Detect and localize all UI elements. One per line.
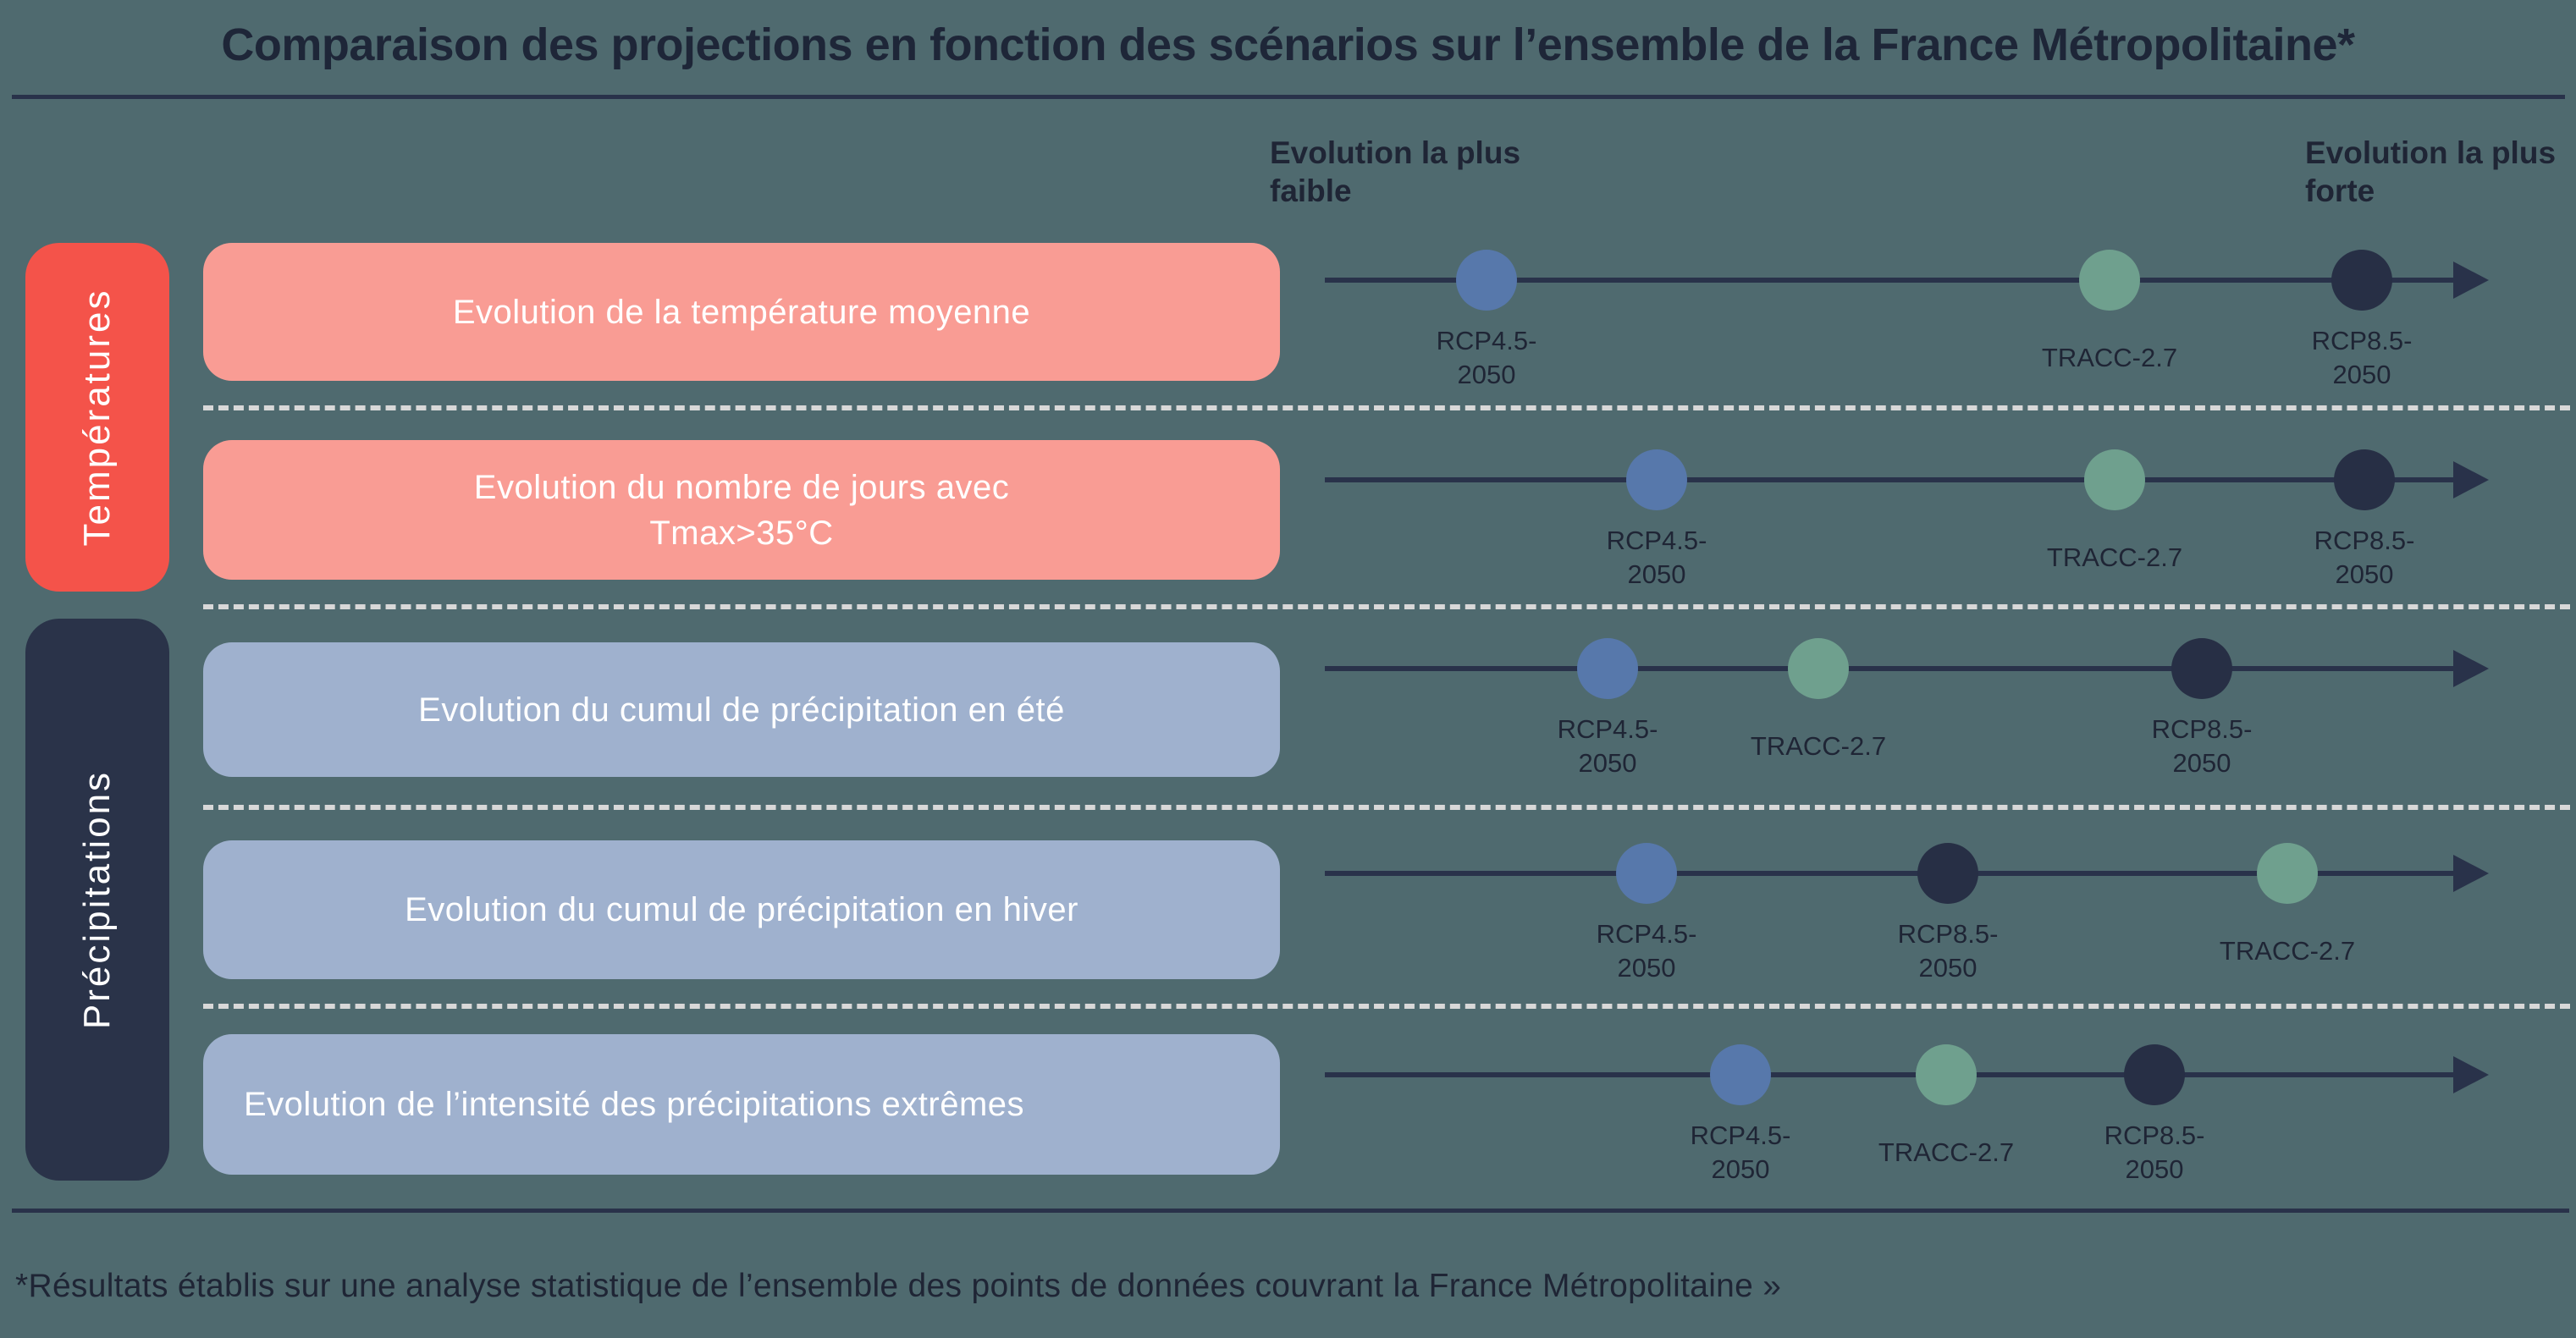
scenario-label-rcp4-5-2050: RCP4.5-2050 [1690, 1121, 1791, 1185]
scenario-dot-tracc-2-7 [2084, 449, 2145, 510]
scenario-label-tracc-2-7: TRACC-2.7 [1878, 1137, 2015, 1167]
scenario-dot-rcp4-5-2050 [1456, 250, 1517, 311]
scenario-dot-rcp4-5-2050 [1626, 449, 1687, 510]
scenario-dot-rcp8-5-2050 [2171, 638, 2232, 699]
scenario-dot-rcp4-5-2050 [1616, 843, 1677, 904]
scenario-label-rcp8-5-2050: RCP8.5-2050 [2104, 1121, 2205, 1185]
row-label: Evolution de l’intensité des précipitati… [244, 1086, 1025, 1123]
arrowhead-icon [2453, 262, 2489, 299]
footer-divider [12, 1209, 2569, 1213]
scenario-label-rcp4-5-2050: RCP4.5-2050 [1606, 526, 1707, 590]
row-box-jours-tmax35: Evolution du nombre de jours avec Tmax>3… [203, 440, 1280, 580]
scenario-label-rcp8-5-2050: RCP8.5-2050 [1897, 919, 1999, 983]
footnote: *Résultats établis sur une analyse stati… [15, 1268, 1782, 1304]
scenario-label-tracc-2-7: TRACC-2.7 [2046, 542, 2183, 572]
arrowhead-icon [2453, 461, 2489, 498]
timeline-line [1325, 666, 2459, 671]
row-label: Evolution de la température moyenne [452, 293, 1031, 331]
scenario-label-tracc-2-7: TRACC-2.7 [2041, 343, 2178, 372]
row-label: Evolution du nombre de jours avec Tmax>3… [473, 468, 1010, 552]
scenario-dot-rcp8-5-2050 [1917, 843, 1978, 904]
scenario-dot-rcp8-5-2050 [2124, 1044, 2185, 1105]
scenario-label-tracc-2-7: TRACC-2.7 [2219, 936, 2356, 966]
timeline-line [1325, 871, 2459, 876]
scenario-label-rcp4-5-2050: RCP4.5-2050 [1557, 714, 1658, 779]
scenario-dot-rcp4-5-2050 [1577, 638, 1638, 699]
row-separator [203, 405, 2570, 410]
row-box-precipitation-hiver: Evolution du cumul de précipitation en h… [203, 840, 1280, 979]
arrowhead-icon [2453, 855, 2489, 892]
row-box-precipitations-extremes: Evolution de l’intensité des précipitati… [203, 1034, 1280, 1175]
title-divider [12, 95, 2565, 99]
axis-header-weakest: Evolution la plus faible [1270, 135, 1521, 209]
row-separator [203, 805, 2570, 810]
scenario-label-tracc-2-7: TRACC-2.7 [1750, 731, 1887, 761]
row-label: Evolution du cumul de précipitation en h… [405, 891, 1078, 928]
timeline-line [1325, 477, 2459, 482]
category-pill-precipitations: Précipitations [25, 619, 169, 1181]
timeline-line [1325, 1072, 2459, 1077]
scenario-label-rcp8-5-2050: RCP8.5-2050 [2151, 714, 2253, 779]
page-title: Comparaison des projections en fonction … [221, 19, 2355, 70]
scenario-dot-tracc-2-7 [1788, 638, 1849, 699]
row-separator [203, 604, 2570, 609]
scenario-label-rcp4-5-2050: RCP4.5-2050 [1436, 326, 1537, 390]
axis-header-strongest: Evolution la plus forte [2305, 135, 2557, 209]
scenario-dot-rcp8-5-2050 [2331, 250, 2392, 311]
row-box-precipitation-ete: Evolution du cumul de précipitation en é… [203, 642, 1280, 777]
category-label-precipitations: Précipitations [76, 769, 118, 1030]
category-pill-temperatures: Températures [25, 243, 169, 592]
scenario-dot-tracc-2-7 [1916, 1044, 1977, 1105]
scenario-dot-tracc-2-7 [2257, 843, 2318, 904]
row-box-temperature-moyenne: Evolution de la température moyenne [203, 243, 1280, 381]
arrowhead-icon [2453, 650, 2489, 687]
row-label: Evolution du cumul de précipitation en é… [418, 691, 1065, 729]
scenario-label-rcp4-5-2050: RCP4.5-2050 [1596, 919, 1697, 983]
category-label-temperatures: Températures [76, 288, 118, 547]
scenario-dot-rcp4-5-2050 [1710, 1044, 1771, 1105]
scenario-dot-rcp8-5-2050 [2334, 449, 2395, 510]
row-separator [203, 1004, 2570, 1009]
timeline-line [1325, 278, 2459, 283]
scenario-label-rcp8-5-2050: RCP8.5-2050 [2314, 526, 2415, 590]
scenario-dot-tracc-2-7 [2079, 250, 2140, 311]
arrowhead-icon [2453, 1056, 2489, 1093]
scenario-label-rcp8-5-2050: RCP8.5-2050 [2311, 326, 2413, 390]
